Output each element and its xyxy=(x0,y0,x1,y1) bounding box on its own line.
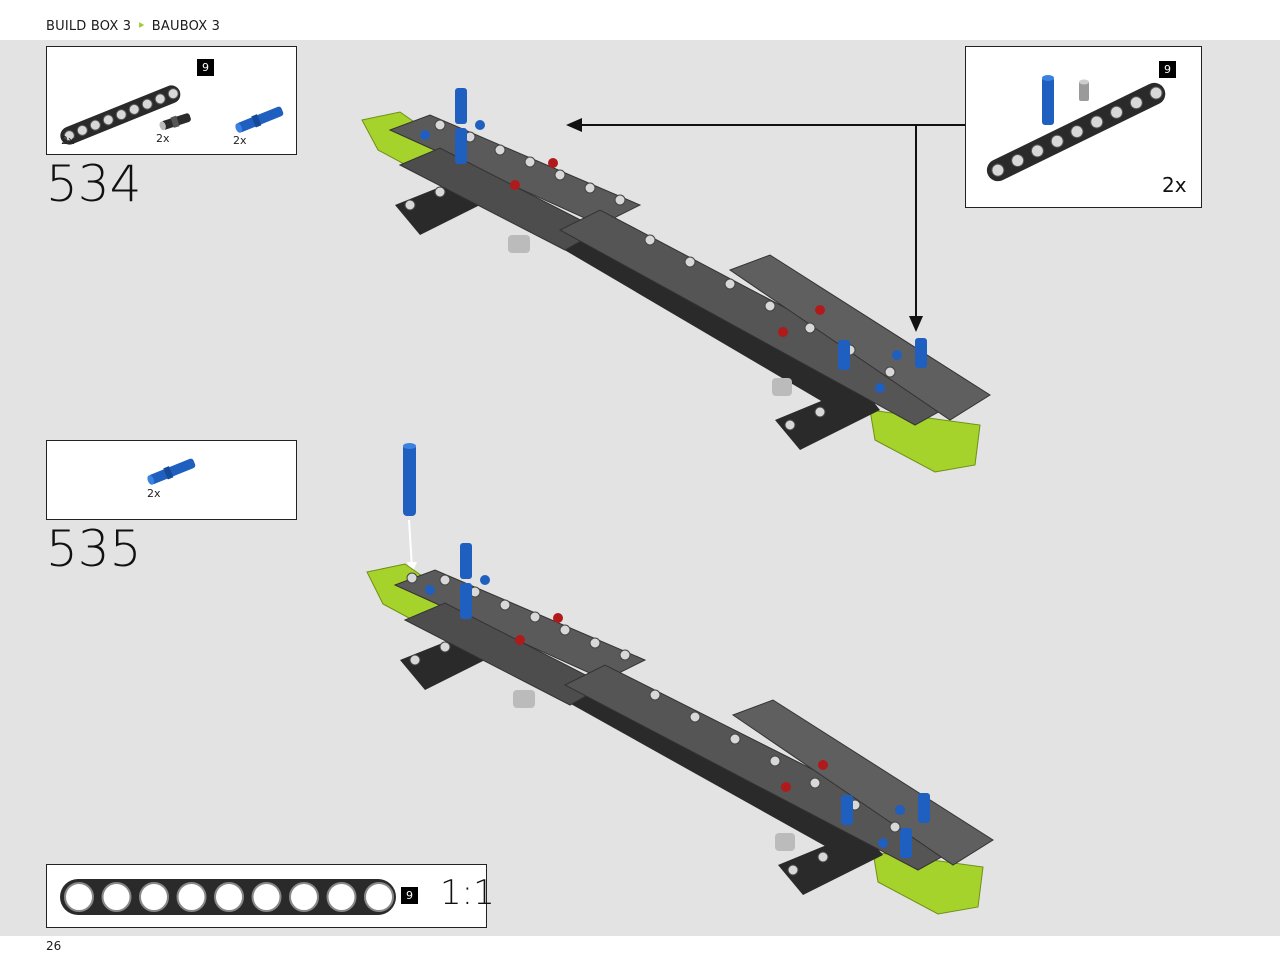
part-size-ruler: 9 1:1 xyxy=(46,864,495,928)
subassembly-qty: 2x xyxy=(1162,173,1187,197)
parts-list-step-535: 2x xyxy=(46,440,297,520)
step-number: 535 xyxy=(46,520,142,578)
chevron-right-icon: ‣ xyxy=(137,19,146,34)
breadcrumb: BUILD BOX 3 ‣ BAUBOX 3 xyxy=(46,19,220,34)
subassembly-callout: 9 2x xyxy=(965,46,1202,208)
scale-label: 1:1 xyxy=(440,873,495,913)
liftarm-9-icon xyxy=(60,85,181,145)
size-badge: 9 xyxy=(1159,61,1176,78)
size-badge: 9 xyxy=(401,887,418,904)
connector-pin-black-icon xyxy=(159,113,191,131)
page-header: BUILD BOX 3 ‣ BAUBOX 3 xyxy=(0,0,1280,40)
parts-list-step-534: 9 2x 2x 2x xyxy=(46,46,297,155)
baubox-label: BAUBOX 3 xyxy=(151,19,221,34)
build-box-label: BUILD BOX 3 xyxy=(46,19,132,34)
subassembly-liftarm-icon xyxy=(986,75,1166,182)
long-pin-blue-icon xyxy=(147,458,196,485)
part-qty: 2x xyxy=(233,134,247,147)
long-pin-blue-icon xyxy=(235,106,284,133)
liftarm-ruler-icon xyxy=(60,879,396,915)
part-qty: 2x xyxy=(147,487,161,500)
part-qty: 2x xyxy=(156,132,170,145)
part-qty: 2x xyxy=(61,134,75,147)
size-badge: 9 xyxy=(197,59,214,76)
page-number: 26 xyxy=(46,939,62,953)
step-number: 534 xyxy=(46,155,142,213)
page-footer xyxy=(0,936,1280,974)
